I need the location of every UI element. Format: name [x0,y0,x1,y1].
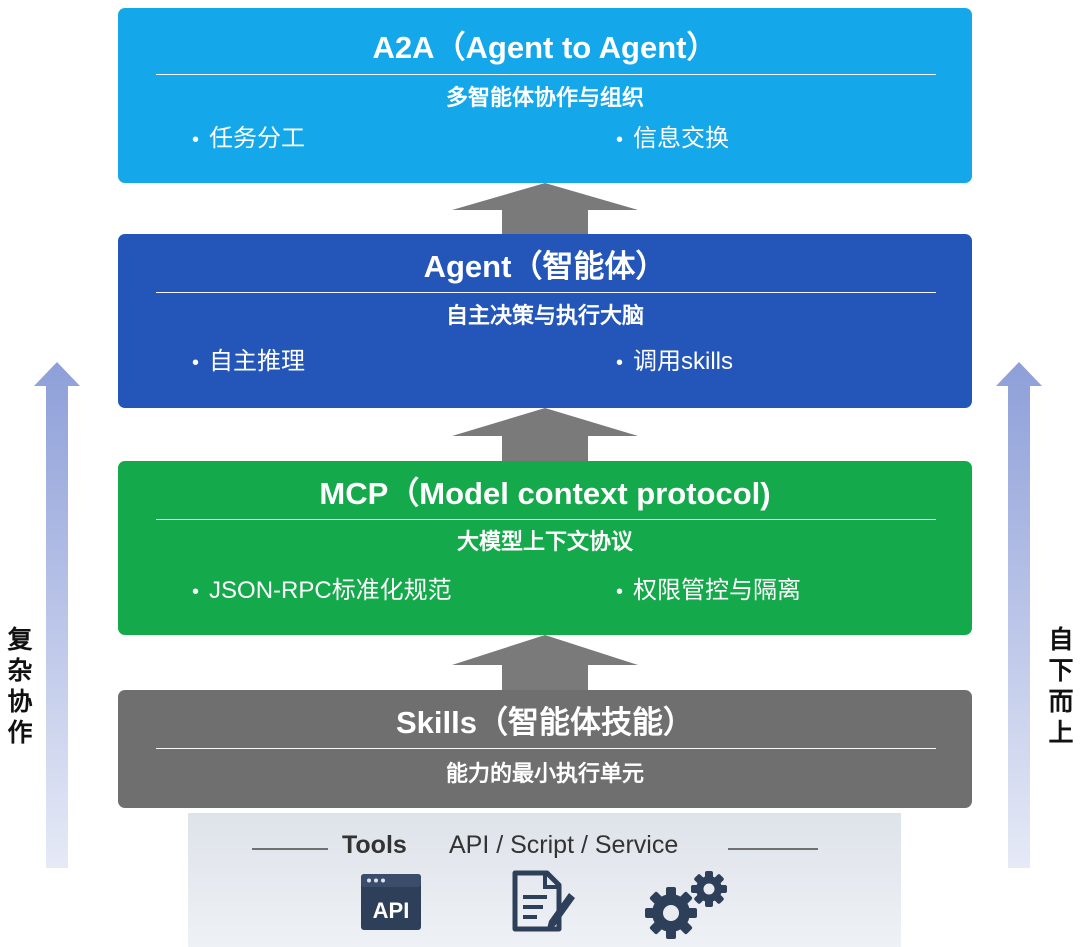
a2a-bullet-2-text: 信息交换 [633,125,730,152]
right-label-char: 自 [1048,626,1074,654]
api-icon: API [361,874,421,930]
a2a-bullet-1: • 任务分工 [192,123,305,156]
up-arrow-icon [452,183,638,234]
right-side-label: 自 下 而 上 [1046,625,1076,749]
left-label-char: 杂 [7,657,33,685]
bullet-dot: • [192,129,200,151]
bullet-dot: • [192,581,200,603]
left-label-char: 作 [7,719,33,747]
skills-title: Skills（智能体技能） [396,705,694,740]
bullet-dot: • [616,581,624,603]
mcp-bullet-1: • JSON-RPC标准化规范 [192,575,452,608]
right-label-char: 上 [1048,719,1074,747]
right-up-arrow-icon [996,362,1042,868]
script-document-icon [512,870,575,932]
agent-bullet-1-text: 自主推理 [209,348,306,375]
tools-foundation: Tools API / Script / Service API [188,813,901,947]
a2a-bullet-2: • 信息交换 [616,123,729,156]
agent-bullet-2-text: 调用skills [633,348,734,375]
gears-icon [645,871,727,939]
tools-left-line [252,848,328,850]
a2a-divider [156,74,936,75]
left-label-char: 复 [7,626,33,654]
left-label-char: 协 [7,688,33,716]
api-icon-text: API [373,898,410,923]
mcp-bullet-2-text: 权限管控与隔离 [633,577,802,604]
tools-right-line [728,848,818,850]
mcp-bullet-1-text: JSON-RPC标准化规范 [209,577,452,604]
skills-subtitle: 能力的最小执行单元 [445,761,644,786]
agent-bullet-2: • 调用skills [616,346,733,379]
a2a-title: A2A（Agent to Agent） [372,30,718,65]
mcp-subtitle: 大模型上下文协议 [456,529,633,554]
bullet-dot: • [192,352,200,374]
agent-subtitle: 自主决策与执行大脑 [445,303,644,328]
left-side-label: 复 杂 协 作 [5,625,35,749]
agent-layer: Agent（智能体） 自主决策与执行大脑 • 自主推理 • 调用skills [118,234,972,408]
right-label-char: 下 [1048,657,1074,685]
agent-bullet-1: • 自主推理 [192,346,305,379]
skills-layer: Skills（智能体技能） 能力的最小执行单元 [118,690,972,808]
up-arrow-icon [452,408,638,461]
mcp-divider [156,519,936,520]
mcp-bullet-2: • 权限管控与隔离 [616,575,801,608]
agent-title: Agent（智能体） [423,249,667,284]
up-arrow-icon [452,635,638,690]
bullet-dot: • [616,129,624,151]
mcp-title: MCP（Model context protocol) [319,476,771,511]
a2a-layer: A2A（Agent to Agent） 多智能体协作与组织 • 任务分工 • 信息交… [118,8,972,183]
a2a-subtitle: 多智能体协作与组织 [445,85,644,110]
skills-divider [156,748,936,749]
a2a-bullet-1-text: 任务分工 [209,125,306,152]
right-label-char: 而 [1048,688,1074,716]
tools-items: API / Script / Service [449,831,679,859]
bullet-dot: • [616,352,624,374]
tools-label: Tools [342,831,407,859]
mcp-layer: MCP（Model context protocol) 大模型上下文协议 • JS… [118,461,972,635]
left-up-arrow-icon [34,362,80,868]
agent-divider [156,292,936,293]
